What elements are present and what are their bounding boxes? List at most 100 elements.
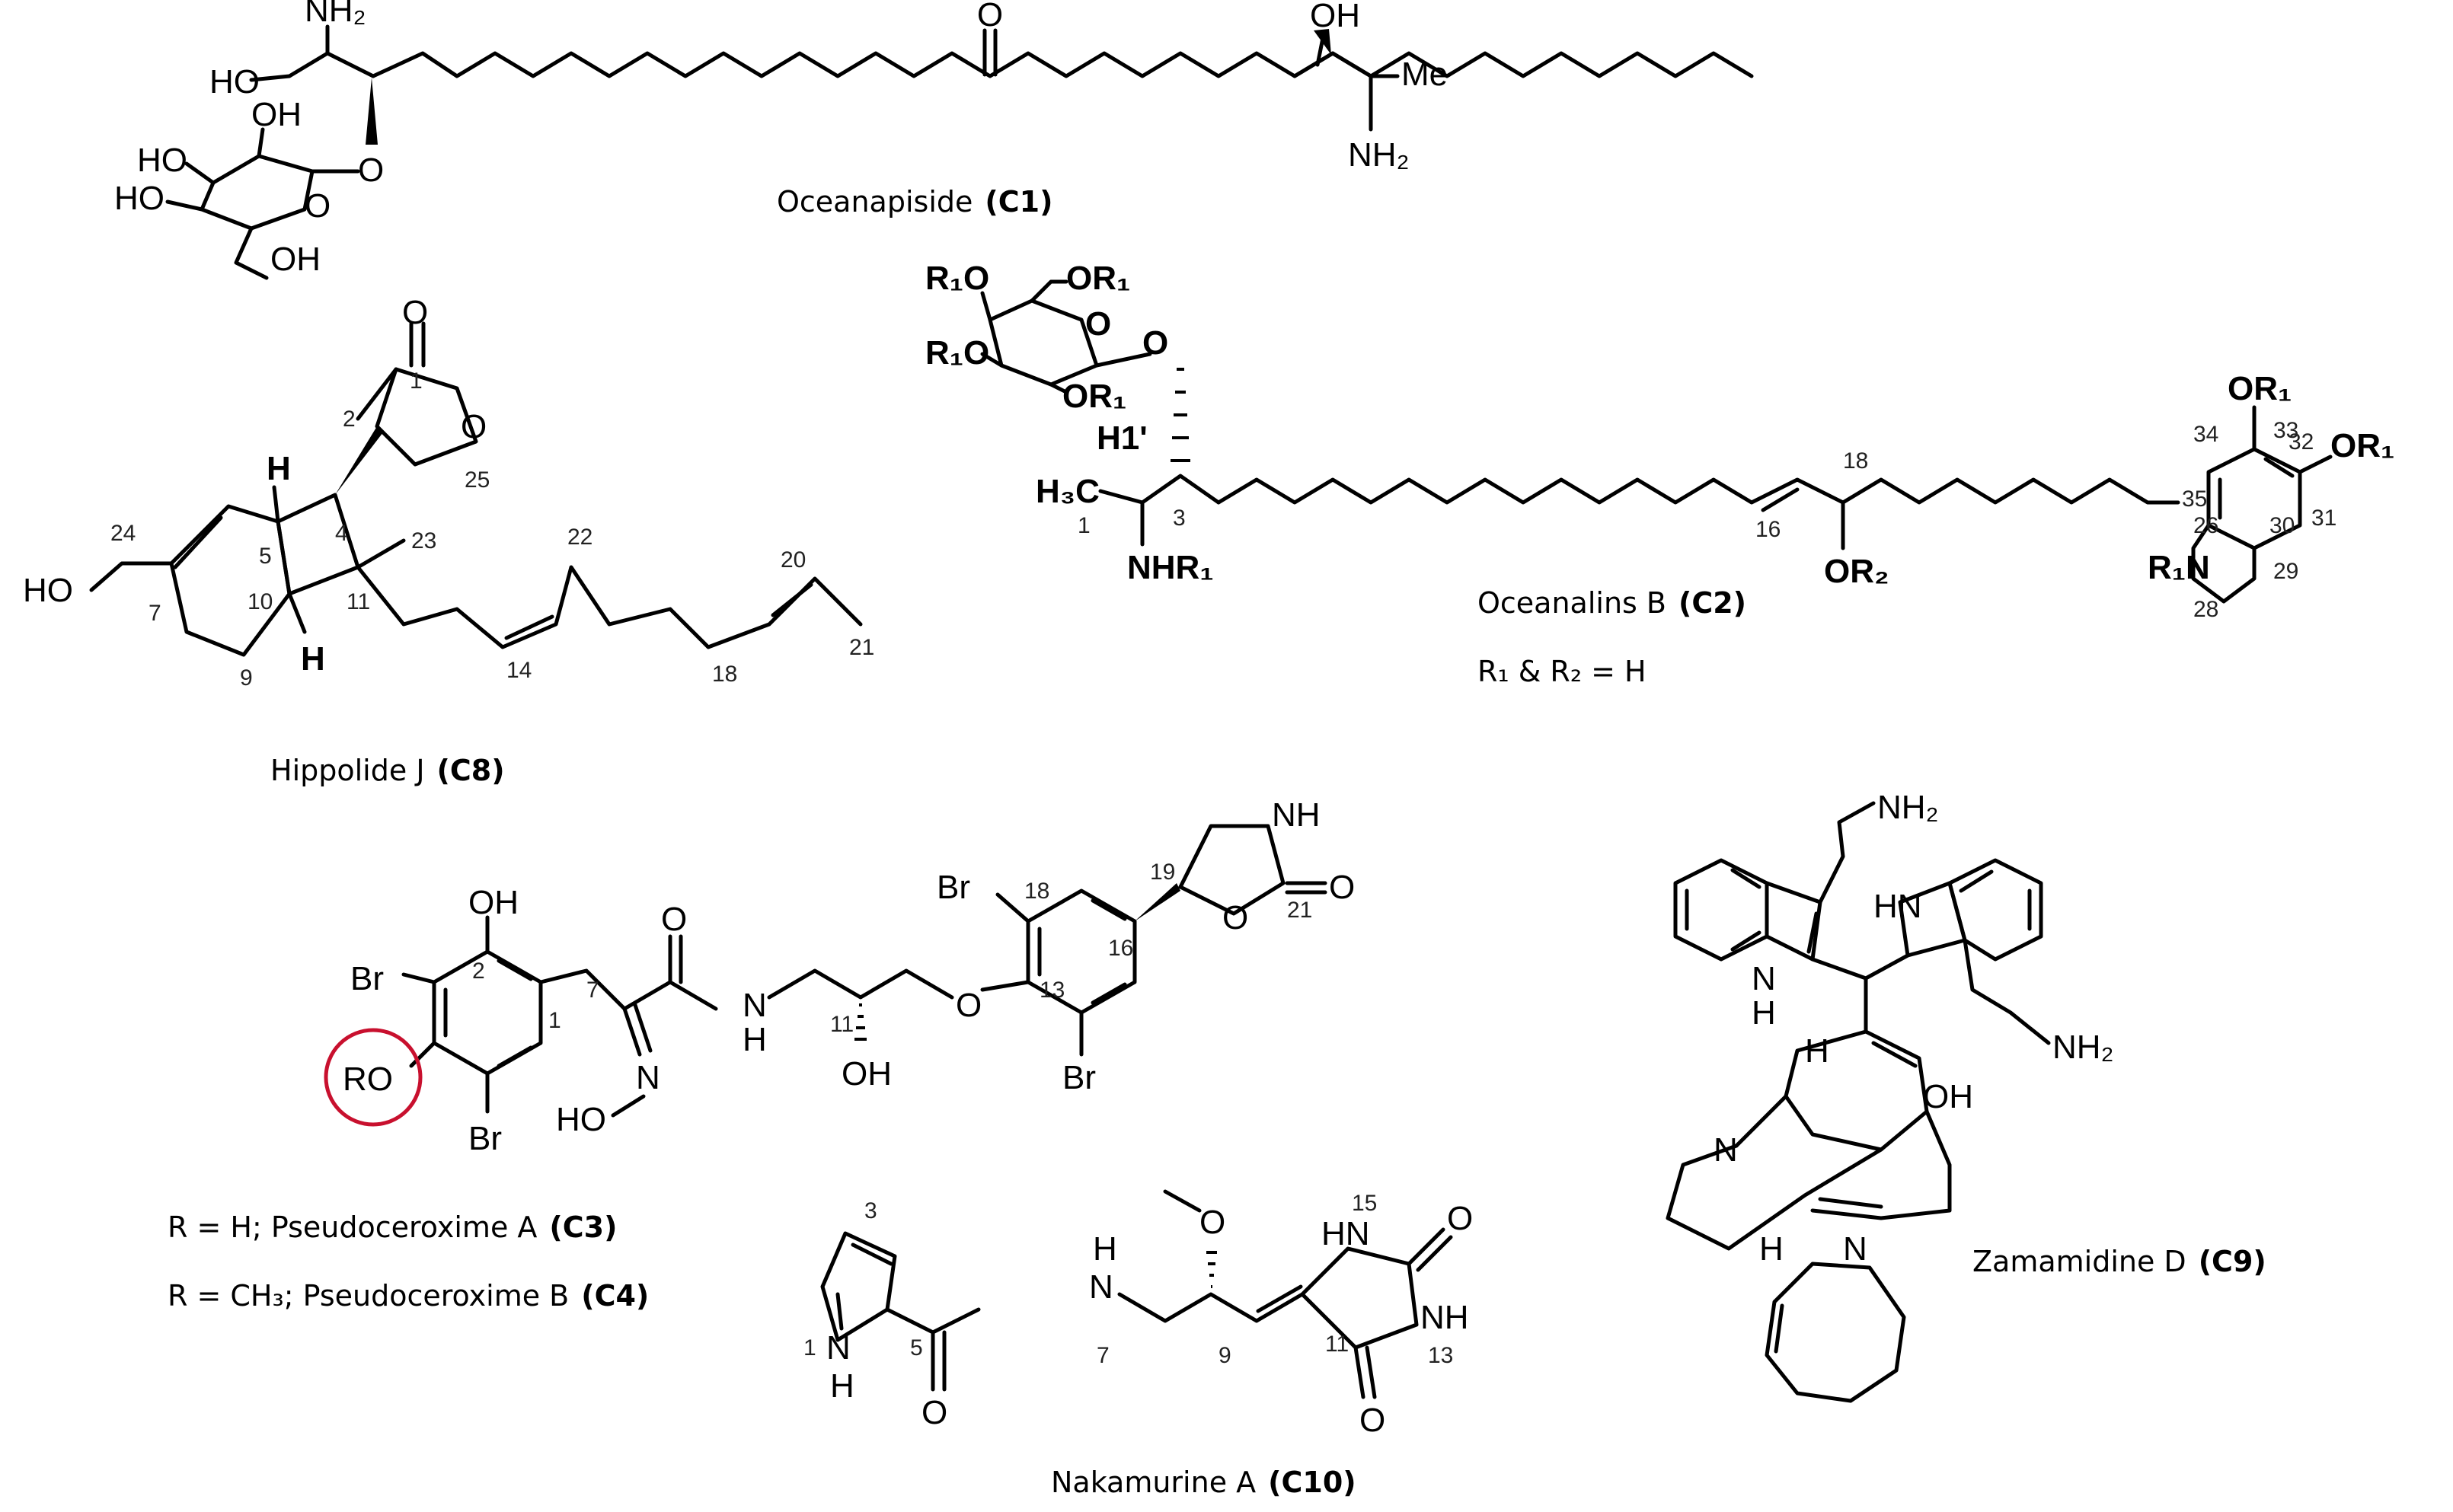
- c9-name: Zamamidine D: [1972, 1245, 2186, 1278]
- c3-nh-amide: N: [743, 987, 767, 1024]
- svg-text:3: 3: [1173, 506, 1186, 531]
- svg-text:7: 7: [1097, 1343, 1110, 1368]
- c1-oh-bottom: OH: [270, 241, 321, 278]
- c3-ro: RO: [343, 1061, 393, 1098]
- c3-br-4: Br: [1062, 1059, 1096, 1096]
- svg-text:21: 21: [1287, 898, 1312, 923]
- c9-n-low: N: [1843, 1230, 1867, 1268]
- c2-h1p: H1': [1097, 419, 1148, 457]
- svg-text:18: 18: [1024, 879, 1049, 904]
- c3-br-2: Br: [468, 1120, 502, 1157]
- svg-text:9: 9: [1219, 1343, 1231, 1368]
- c10-o-amide: O: [921, 1394, 947, 1431]
- oceanapiside-structure: O NH₂ HO O O OH HO HO OH OH Me NH₂: [114, 0, 1754, 280]
- svg-text:11: 11: [830, 1012, 854, 1037]
- c9-caption: Zamamidine D (C9): [1972, 1245, 2266, 1278]
- c10-n-amide: N: [1089, 1268, 1113, 1306]
- c2-or1-arom1: OR₁: [2228, 370, 2292, 407]
- c1-ho-1: HO: [137, 142, 187, 179]
- svg-text:13: 13: [1428, 1343, 1453, 1368]
- svg-text:10: 10: [248, 589, 273, 614]
- c3-code: (C3): [549, 1211, 617, 1244]
- c3-o-amide: O: [661, 901, 687, 938]
- c3-o-ring: O: [1222, 899, 1248, 936]
- c4-code: (C4): [581, 1279, 649, 1313]
- c10-o-methoxy: O: [1199, 1204, 1225, 1241]
- c3-br-3: Br: [937, 869, 970, 906]
- c3-text: R = H; Pseudoceroxime A: [168, 1211, 537, 1244]
- svg-text:1: 1: [803, 1335, 816, 1360]
- svg-text:28: 28: [2193, 597, 2218, 622]
- c1-oh-top: OH: [251, 96, 302, 133]
- zamamidine-d-structure: N H NH₂ HN NH₂ H OH N H N: [1666, 789, 2114, 1403]
- c8-h-bottom: H: [301, 640, 325, 678]
- svg-text:11: 11: [1325, 1332, 1349, 1357]
- hippolide-j-structure: O O 1 2 25 4 5 10 11 7 9 24 HO H H 23 22…: [23, 294, 874, 691]
- c2-h3c: H₃C: [1036, 473, 1100, 510]
- svg-text:19: 19: [1150, 860, 1175, 885]
- c2-or1-top: OR₁: [1066, 260, 1130, 297]
- c10-h-pyrrole: H: [830, 1367, 854, 1405]
- svg-text:4: 4: [335, 521, 348, 546]
- c2-r1o-mid: R₁O: [925, 334, 989, 372]
- c3-h-amide: H: [743, 1021, 767, 1058]
- c10-o-top: O: [1447, 1200, 1473, 1237]
- c10-o-bottom: O: [1359, 1402, 1385, 1439]
- ro-highlight-circle: [324, 1028, 423, 1127]
- c1-ho: HO: [209, 63, 260, 100]
- svg-text:9: 9: [240, 665, 253, 691]
- svg-text:25: 25: [465, 467, 490, 493]
- c8-o-ring: O: [461, 408, 487, 445]
- svg-text:23: 23: [411, 528, 436, 553]
- c10-code: (C10): [1268, 1466, 1356, 1499]
- c1-ho-2: HO: [114, 180, 164, 217]
- c8-ho: HO: [23, 572, 73, 609]
- nakamurine-a-structure: 3 1 N H 5 O H N 7 9 O 11 HN 15 O NH 13: [803, 1189, 1473, 1439]
- c10-n-pyrrole: N: [826, 1329, 851, 1367]
- c2-nhr1: NHR₁: [1127, 549, 1214, 586]
- c2-or2: OR₂: [1824, 553, 1889, 590]
- svg-text:1: 1: [548, 1008, 561, 1033]
- c10-caption: Nakamurine A (C10): [1051, 1466, 1356, 1499]
- c10-hn-15: HN: [1321, 1215, 1370, 1252]
- svg-text:18: 18: [1843, 448, 1868, 474]
- c3-oh-top: OH: [468, 884, 519, 921]
- c9-oh: OH: [1923, 1078, 1973, 1115]
- svg-text:14: 14: [506, 658, 532, 683]
- oceanalins-b-structure: O R₁O OR₁ R₁O OR₁ O H1' H₃C 1 3 NHR₁ 16 …: [925, 260, 2394, 622]
- c2-code: (C2): [1678, 586, 1746, 620]
- pseudoceroxime-structure: OH Br RO Br 2 1 7 O N HO N H 11 OH O: [324, 796, 1355, 1157]
- c2-or1-ring: OR₁: [1062, 378, 1126, 415]
- svg-text:34: 34: [2193, 422, 2218, 447]
- svg-text:32: 32: [2289, 429, 2314, 455]
- svg-text:1: 1: [1078, 513, 1091, 538]
- c2-o-link: O: [1142, 324, 1168, 362]
- c2-substituents: R₁ & R₂ = H: [1477, 655, 1647, 688]
- c3-oh-mid: OH: [842, 1055, 892, 1093]
- c2-caption: Oceanalins B (C2): [1477, 586, 1746, 620]
- c9-h-mid: H: [1805, 1032, 1829, 1070]
- c2-r1o-top: R₁O: [925, 260, 989, 297]
- svg-text:30: 30: [2269, 513, 2295, 538]
- c10-h-amide: H: [1093, 1230, 1117, 1268]
- c9-code: (C9): [2199, 1245, 2266, 1278]
- c3-ho-oxime: HO: [556, 1101, 606, 1138]
- c1-caption: Oceanapiside (C1): [777, 185, 1052, 219]
- c8-code: (C8): [437, 754, 505, 787]
- c2-name: Oceanalins B: [1477, 586, 1666, 620]
- svg-text:16: 16: [1108, 936, 1133, 961]
- c8-o-carbonyl: O: [402, 294, 428, 331]
- c8-name: Hippolide J: [270, 754, 425, 787]
- c10-nh-13: NH: [1420, 1299, 1469, 1336]
- c1-o-link: O: [358, 152, 384, 189]
- c4-caption: R = CH₃; Pseudoceroxime B (C4): [168, 1279, 649, 1313]
- c1-me: Me: [1401, 56, 1448, 93]
- svg-text:7: 7: [586, 978, 599, 1003]
- c8-h-top: H: [267, 450, 291, 487]
- c1-name: Oceanapiside: [777, 185, 973, 219]
- svg-text:3: 3: [864, 1198, 877, 1223]
- c3-caption: R = H; Pseudoceroxime A (C3): [168, 1211, 617, 1244]
- c9-nh-left: N: [1752, 960, 1776, 997]
- c9-hn-right: HN: [1873, 888, 1922, 925]
